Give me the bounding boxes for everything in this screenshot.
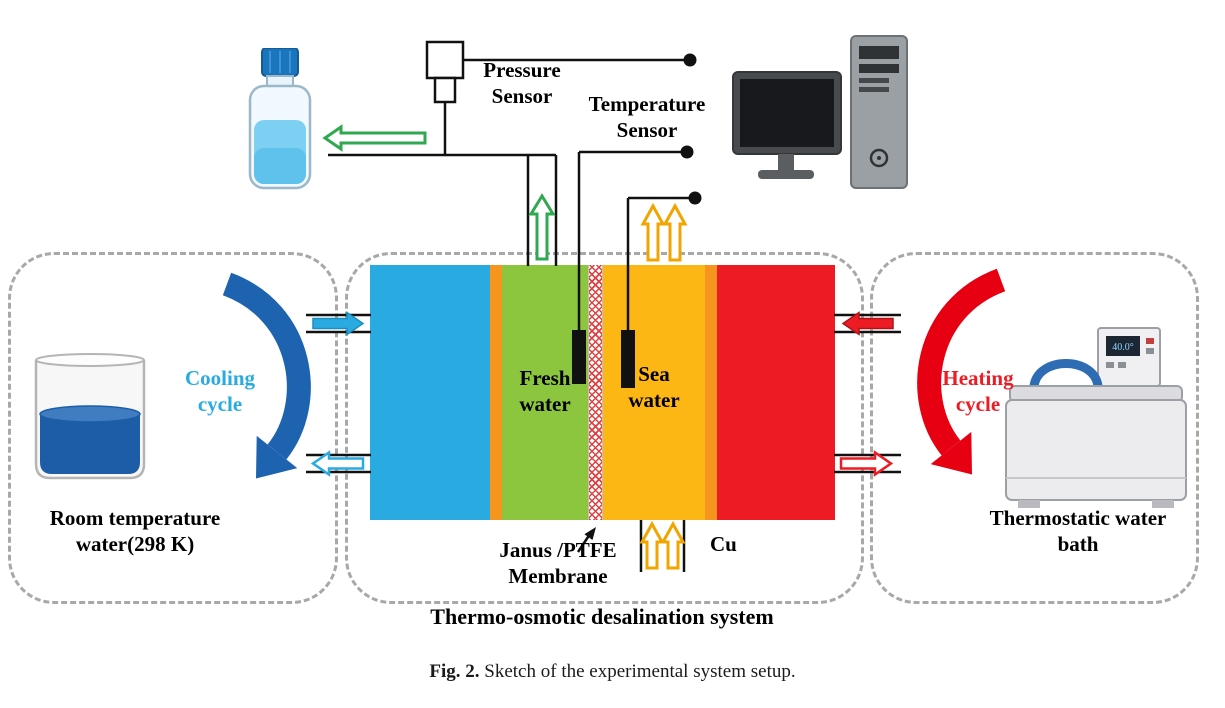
cooling-loop-box (8, 252, 338, 604)
janus-ptfe-membrane (588, 265, 603, 520)
gasket-strip-right (705, 265, 717, 520)
heating-cycle-arrow-icon (917, 268, 1006, 475)
permeate-to-bottle-arrow-icon (322, 124, 427, 152)
desalination-system-box (345, 252, 864, 604)
caption-label: Fig. 2. (429, 661, 480, 682)
cold-plate-band (370, 265, 490, 520)
cooling-cycle-arrow-icon (222, 272, 311, 479)
thermostatic-bath-label: Thermostatic water bath (989, 506, 1167, 556)
heating-cycle-label: Heating cycle (942, 366, 1014, 416)
gasket-strip-left (490, 265, 502, 520)
temperature-signal-node-1 (680, 145, 694, 159)
beaker-icon (34, 353, 146, 480)
membrane-label: Janus /PTFE Membrane (499, 538, 617, 588)
caption-text: Sketch of the experimental system setup. (484, 661, 796, 682)
pressure-sensor-label: Pressure Sensor (483, 58, 561, 108)
permeate-up-arrow-icon (528, 193, 556, 261)
fresh-water-channel (502, 265, 588, 520)
pressure-sensor-stem-icon (433, 76, 457, 104)
collection-bottle-icon (248, 48, 312, 190)
figure-caption: Fig. 2. Sketch of the experimental syste… (0, 661, 1225, 683)
fresh-water-label: Fresh water (519, 366, 571, 416)
temperature-signal-node-2 (688, 191, 702, 205)
sea-water-channel (603, 265, 705, 520)
sea-water-label: Sea water (628, 362, 680, 412)
hot-plate-band (717, 265, 835, 520)
system-title: Thermo-osmotic desalination system (430, 604, 774, 629)
room-temperature-water-label: Room temperature water(298 K) (49, 506, 221, 556)
temperature-sensor-label: Temperature Sensor (588, 92, 706, 142)
computer-icon (732, 35, 908, 189)
cooling-cycle-label: Cooling cycle (184, 366, 255, 416)
pressure-sensor-icon (425, 40, 465, 80)
heating-loop-box (870, 252, 1199, 604)
cu-label: Cu (710, 532, 737, 556)
pressure-signal-node (683, 53, 697, 67)
water-bath-icon: 40.0° (1005, 327, 1187, 508)
bath-display: 40.0° (1112, 342, 1134, 353)
membrane-cell (370, 265, 835, 520)
